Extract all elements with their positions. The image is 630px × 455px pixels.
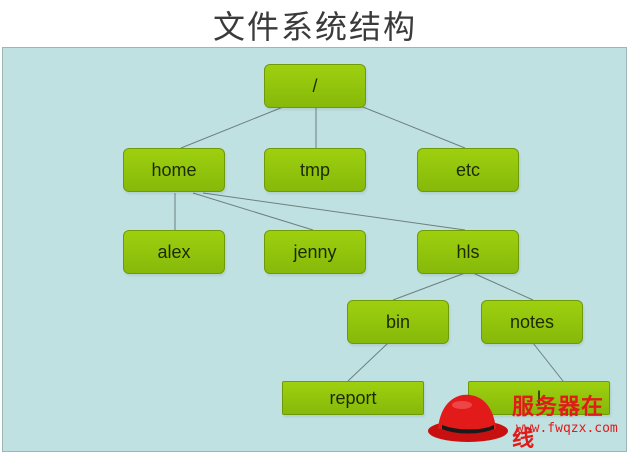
node-tmp: tmp: [264, 148, 366, 192]
link-home-jenny: [192, 192, 314, 231]
link-home-hls: [202, 192, 466, 231]
link-hls-bin: [392, 272, 466, 301]
node-bin: bin: [347, 300, 449, 344]
node-hls: hls: [417, 230, 519, 274]
connector-lines: [174, 102, 564, 382]
node-root: /: [264, 64, 366, 108]
link-bin-report: [347, 342, 389, 382]
diagram-title: 文件系统结构: [212, 8, 417, 46]
node-home: home: [123, 148, 225, 192]
diagram-canvas: / home tmp etc alex jenny hls bin notes …: [2, 47, 627, 452]
node-etc: etc: [417, 148, 519, 192]
link-hls-notes: [472, 272, 534, 301]
watermark-brand: 服务器在线: [512, 395, 605, 452]
link-notes-partial: [532, 342, 564, 382]
red-hat-icon: [428, 394, 508, 442]
node-report: report: [282, 381, 424, 415]
node-alex: alex: [123, 230, 225, 274]
watermark-url: www.fwqzx.com: [516, 421, 618, 436]
watermark-logo: 服务器在线 www.fwqzx.com: [424, 385, 624, 452]
node-partial: l: [468, 381, 610, 415]
link-root-etc: [352, 102, 466, 149]
node-jenny: jenny: [264, 230, 366, 274]
link-root-home: [180, 102, 294, 149]
node-notes: notes: [481, 300, 583, 344]
